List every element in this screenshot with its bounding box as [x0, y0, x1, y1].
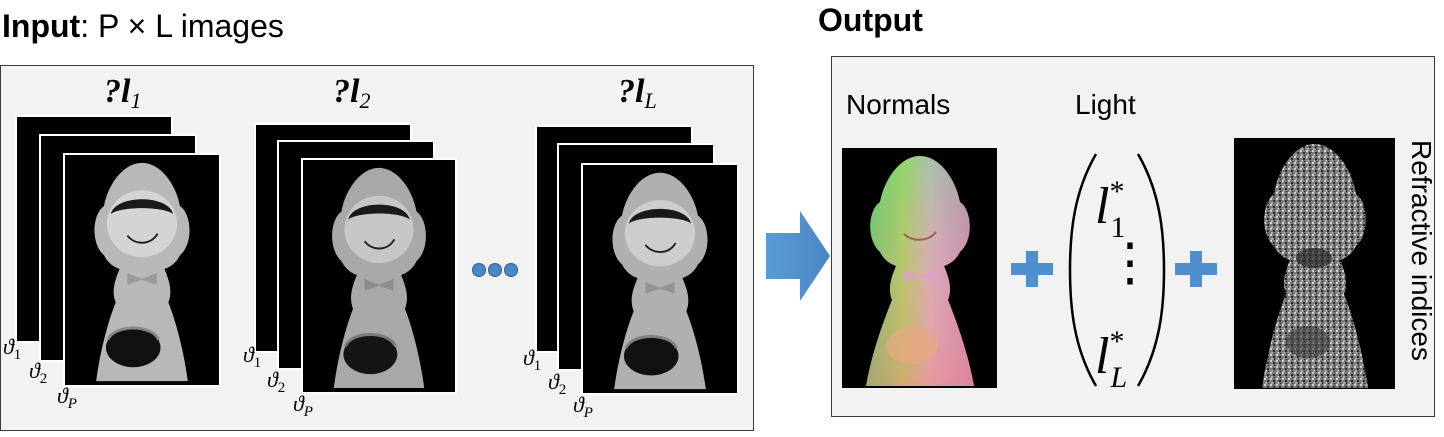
light-label-2: ?l2: [333, 73, 371, 113]
refractive-indices-label: Refractive indices: [1406, 140, 1437, 361]
theta-label-2: ϑ2: [548, 369, 567, 399]
light-vector-top: l*1: [1095, 175, 1126, 244]
light-vector-bottom: l*L: [1095, 325, 1128, 394]
normals-label: Normals: [846, 89, 951, 120]
theta-label-1: ϑ1: [523, 345, 542, 375]
plus-icon: [1011, 251, 1053, 287]
theta-label-1: ϑ1: [3, 334, 22, 364]
light-label: Light: [1075, 89, 1136, 120]
input-title-bold: Input: [2, 8, 81, 44]
theta-label-2: ϑ2: [267, 367, 286, 397]
theta-label-P: ϑP: [573, 392, 593, 422]
light-label-L: ?lL: [618, 73, 657, 113]
theta-label-P: ϑP: [57, 383, 77, 413]
theta-label-1: ϑ1: [243, 342, 262, 372]
figurine-image: [581, 163, 739, 395]
figurine-image: [63, 153, 221, 387]
light-vector-ellipsis: ⋮: [1104, 235, 1156, 292]
refractive-indices-image: [1234, 138, 1395, 389]
light-label-1: ?l1: [104, 73, 142, 113]
left-parenthesis: [1068, 153, 1098, 387]
output-title: Output: [818, 2, 923, 38]
normals-map-image: [842, 148, 997, 388]
input-title: Input: P × L images: [2, 6, 284, 46]
theta-label-P: ϑP: [293, 391, 313, 421]
input-title-rest: : P × L images: [80, 8, 284, 44]
plus-icon: [1175, 251, 1217, 287]
right-parenthesis: [1136, 153, 1166, 387]
figurine-image: [301, 158, 457, 394]
right-arrow-icon: [766, 211, 830, 301]
theta-label-2: ϑ2: [29, 358, 48, 388]
